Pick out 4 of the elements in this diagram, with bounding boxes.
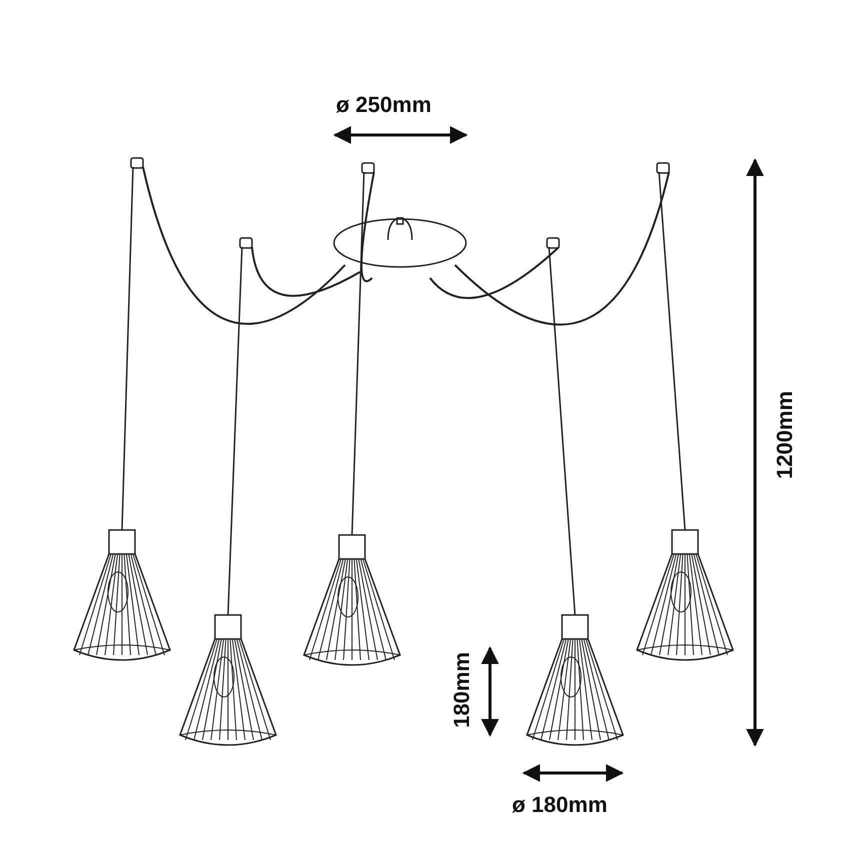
dimension-label: ø 250mm: [336, 92, 432, 118]
dimension-label: 1200mm: [772, 390, 798, 480]
dimension-label: ø 180mm: [512, 792, 608, 818]
dimension-label: 180mm: [448, 652, 475, 728]
